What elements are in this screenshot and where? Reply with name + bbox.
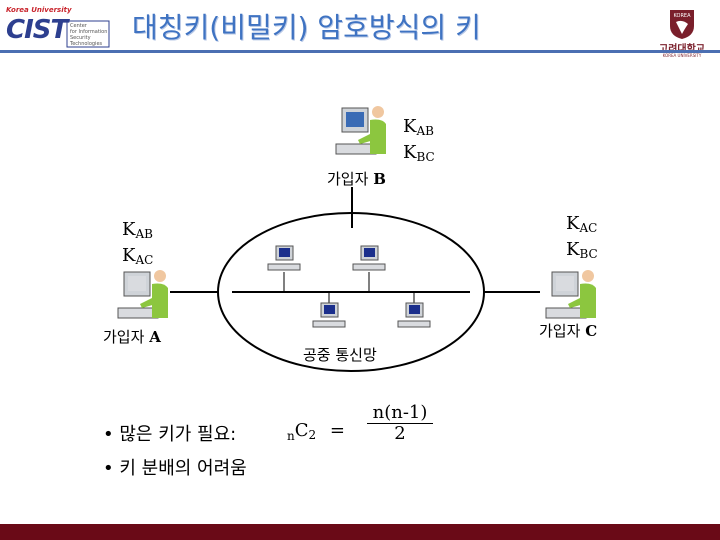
key-entry: KAB: [403, 116, 434, 138]
network-terminal-icon: [397, 292, 431, 328]
network-terminal-icon: [352, 245, 386, 292]
subscriber-c-computer-icon: [545, 270, 596, 319]
logo-cist-text: CIST: [6, 15, 68, 45]
key-entry: KAB: [122, 219, 153, 241]
key-entry: KAC: [122, 245, 154, 267]
korea-university-logo: KOREA 고려대학교 KOREA UNIVERSITY: [652, 6, 712, 58]
slide-title: 대칭키(비밀키) 암호방식의 키: [132, 11, 481, 44]
formula-fraction: n(n-1) 2: [365, 402, 435, 444]
key-entry: KBC: [403, 142, 435, 164]
university-name-text: 고려대학교: [652, 40, 712, 55]
network-label: 공중 통신망: [303, 346, 377, 364]
svg-text:KOREA: KOREA: [674, 13, 692, 19]
logo-sub-text: Center for Information Security Technolo…: [70, 23, 108, 47]
subscriber-a-computer-icon: [117, 270, 168, 319]
public-network-ellipse: [217, 212, 485, 372]
key-entry: KBC: [566, 239, 598, 261]
footer-bar: [0, 524, 720, 540]
title-divider: [0, 50, 720, 53]
formula-numerator: n(n-1): [372, 402, 428, 423]
university-eng-text: KOREA UNIVERSITY: [662, 53, 702, 58]
key-entry: KAC: [566, 213, 598, 235]
bullet-distribution: • 키 분배의 어려움: [103, 458, 247, 479]
subscriber-a-label: 가입자 A: [103, 328, 161, 346]
subscriber-c-keys: KAC KBC: [566, 213, 598, 265]
network-terminal-icon: [267, 245, 301, 292]
key-count-formula: nC2 =: [287, 420, 345, 443]
logo-box-shape: [66, 20, 110, 48]
formula-denominator: 2: [394, 423, 406, 444]
subscriber-b-keys: KAB KBC: [403, 116, 435, 168]
network-terminal-icon: [312, 292, 346, 328]
cist-logo: Korea University CIST Center for Informa…: [4, 6, 116, 50]
subscriber-a-keys: KAB KAC: [122, 219, 153, 271]
subscriber-b-computer-icon: [335, 106, 386, 155]
university-crest-icon: KOREA: [670, 10, 694, 39]
subscriber-b-label: 가입자 B: [327, 170, 386, 188]
subscriber-c-label: 가입자 C: [539, 322, 598, 340]
bullet-many-keys: • 많은 키가 필요:: [103, 424, 237, 445]
logo-university-text: Korea University: [6, 6, 72, 14]
formula-fraction-bar: [367, 423, 433, 424]
